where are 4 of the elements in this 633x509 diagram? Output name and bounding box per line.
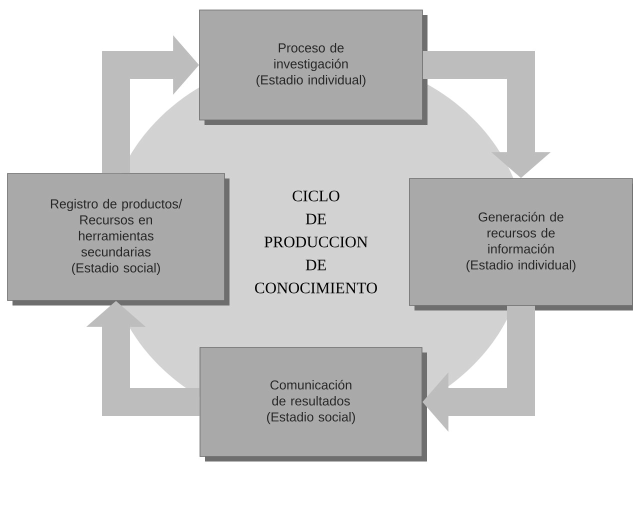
process-box: Registro de productos/ Recursos en herramientas secundarias (Estadio social) (7, 173, 230, 306)
process-box: Proceso de investigación (Estadio individual) (199, 10, 428, 125)
process-box: Comunicación de resultados (Estadio social) (200, 347, 427, 462)
process-box: Generación de recursos de información (Estadio individual) (409, 178, 633, 310)
